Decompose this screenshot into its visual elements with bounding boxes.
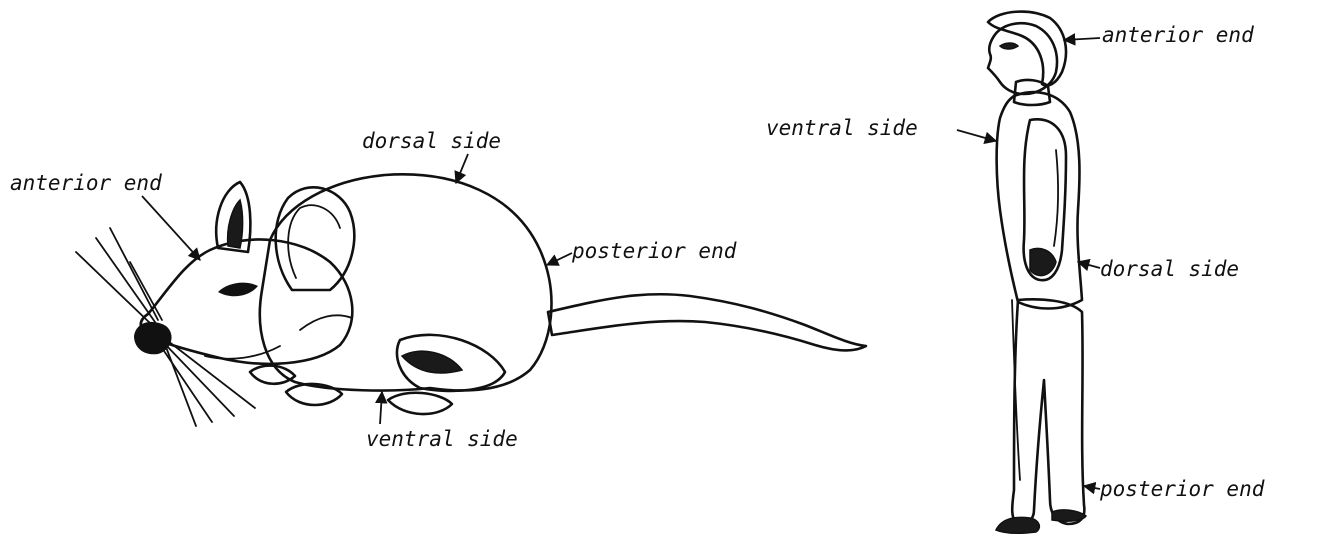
mouse-label-anterior-end: anterior end xyxy=(10,171,162,195)
human-pointer-dorsal-side xyxy=(1078,262,1100,268)
human-shoe xyxy=(996,517,1039,533)
mouse-pointer-ventral-side xyxy=(380,392,382,424)
human-legs xyxy=(1012,299,1084,524)
mouse-front-foot xyxy=(250,366,295,384)
mouse-illustration xyxy=(76,174,866,426)
mouse-nose xyxy=(134,322,172,354)
human-label-posterior-end: posterior end xyxy=(1099,477,1265,501)
human-head xyxy=(988,23,1057,94)
mouse-pointer-dorsal-side xyxy=(456,154,468,183)
human-label-ventral-side: ventral side xyxy=(766,116,918,140)
human-illustration xyxy=(988,12,1086,534)
mouse-hind-foot xyxy=(388,393,452,414)
human-pointer-posterior-end xyxy=(1084,486,1100,489)
mouse-head xyxy=(141,240,353,364)
mouse-label-ventral-side: ventral side xyxy=(366,427,518,451)
mouse-tail xyxy=(548,294,866,350)
mouse-label-dorsal-side: dorsal side xyxy=(362,129,501,153)
mouse-pointer-posterior-end xyxy=(547,253,572,265)
mouse-label-posterior-end: posterior end xyxy=(571,239,737,263)
mouse-eye xyxy=(218,283,258,297)
human-pointer-anterior-end xyxy=(1064,38,1100,40)
mouse-pointer-anterior-end xyxy=(142,196,200,260)
human-pointer-ventral-side xyxy=(957,130,996,141)
human-label-dorsal-side: dorsal side xyxy=(1100,257,1239,281)
human-label-anterior-end: anterior end xyxy=(1102,23,1254,47)
